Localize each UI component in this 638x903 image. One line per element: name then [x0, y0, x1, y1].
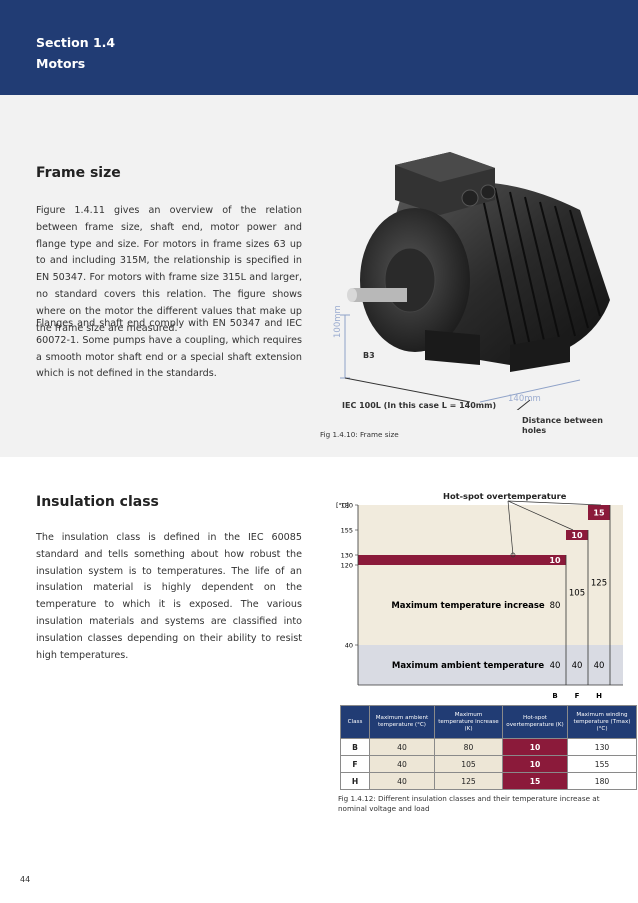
pointer-line	[507, 500, 514, 556]
ambient-value-label: 40	[550, 661, 561, 671]
width-dimension-label: 140mm	[508, 394, 541, 404]
table-header: Class	[340, 705, 370, 739]
insulation-table-wrap: Class Maximum ambient temperature (°C) M…	[340, 705, 637, 790]
insulation-table-caption: Fig 1.4.12: Different insulation classes…	[338, 794, 600, 813]
table-cell: H	[340, 772, 370, 790]
table-cell: 10	[502, 738, 568, 756]
ambient-area	[358, 645, 623, 685]
table-cell: 105	[434, 755, 503, 773]
table-cell: 15	[502, 772, 568, 790]
hotspot-bar	[358, 555, 566, 565]
insulation-chart: 10 80 40B 10 105 40F 15 125 40H 180 155 130 120 40 [°C…	[336, 500, 623, 700]
table-cell: 40	[369, 755, 435, 773]
table-cell: 10	[502, 755, 568, 773]
increase-value-label: 105	[569, 589, 585, 599]
table-row: B 40 80 10 130	[340, 738, 637, 756]
hotspot-bar	[544, 555, 566, 565]
table-cell: 130	[567, 738, 637, 756]
table-header-row: Class Maximum ambient temperature (°C) M…	[340, 705, 637, 739]
section-label: Section 1.4	[36, 35, 116, 50]
pointer-line	[507, 500, 602, 506]
table-header: Maximum temperature increase (K)	[434, 705, 503, 739]
hotspot-bar	[566, 530, 588, 540]
y-axis-label: [°C]	[336, 502, 349, 510]
table-cell: 40	[369, 772, 435, 790]
chart-title: Hot-spot overtemperature	[443, 491, 567, 501]
y-tick-label: 40	[345, 642, 353, 650]
frame-size-heading: Frame size	[36, 165, 121, 181]
insulation-table: Class Maximum ambient temperature (°C) M…	[340, 705, 637, 790]
table-cell: 80	[434, 738, 503, 756]
frame-size-paragraph-1: Figure 1.4.11 gives an overview of the r…	[36, 205, 302, 334]
pointer-dot	[510, 552, 516, 558]
section-header	[0, 0, 638, 95]
distance-label: Distance between holes	[522, 416, 603, 435]
frame-size-paragraph-2: Flanges and shaft end comply with EN 503…	[36, 318, 302, 380]
increase-label: Maximum temperature increase	[391, 601, 545, 611]
height-dimension-label: 100mm	[333, 305, 343, 338]
y-tick-label: 120	[341, 562, 353, 570]
hotspot-value-label: 10	[549, 556, 561, 565]
hotspot-value-label: 10	[571, 531, 583, 540]
section-title: Motors	[36, 56, 86, 71]
category-label: F	[575, 692, 580, 700]
table-cell: B	[340, 738, 370, 756]
pointer-line	[507, 500, 574, 531]
insulation-heading: Insulation class	[36, 494, 159, 510]
b3-label: B3	[363, 351, 375, 360]
motor-illustration	[340, 152, 610, 410]
y-tick-label: 155	[341, 527, 353, 535]
table-header: Hot-spot overtemperature (K)	[502, 705, 568, 739]
page-number: 44	[20, 875, 31, 884]
table-cell: 40	[369, 738, 435, 756]
hotspot-bar	[588, 505, 610, 520]
ambient-value-label: 40	[594, 661, 605, 671]
y-tick-label: 130	[341, 552, 353, 560]
table-header: Maximum winding temperature (Tmax) (°C)	[567, 705, 637, 739]
iec-label: IEC 100L (In this case L = 140mm)	[342, 401, 497, 410]
motor-figure-caption: Fig 1.4.10: Frame size	[320, 430, 399, 439]
increase-value-label: 125	[591, 579, 607, 589]
table-header: Maximum ambient temperature (°C)	[369, 705, 435, 739]
ambient-value-label: 40	[572, 661, 583, 671]
plot-area	[358, 505, 623, 645]
table-row: H 40 125 15 180	[340, 772, 637, 790]
y-tick-label: 180	[341, 502, 353, 510]
table-cell: 125	[434, 772, 503, 790]
hotspot-value-label: 15	[593, 509, 605, 518]
category-label: H	[596, 692, 602, 700]
ambient-label: Maximum ambient temperature	[392, 661, 545, 671]
table-cell: 155	[567, 755, 637, 773]
increase-value-label: 80	[550, 601, 561, 611]
category-label: B	[552, 692, 557, 700]
table-cell: 180	[567, 772, 637, 790]
insulation-paragraph: The insulation class is defined in the I…	[36, 532, 302, 661]
table-cell: F	[340, 755, 370, 773]
table-row: F 40 105 10 155	[340, 755, 637, 773]
